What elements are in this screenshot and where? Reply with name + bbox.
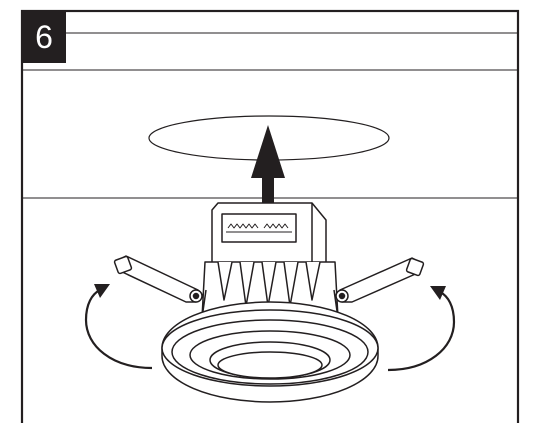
up-arrow-icon [251, 125, 285, 206]
curved-arrow-left-icon [84, 284, 153, 370]
spring-clip-left [113, 255, 203, 303]
trim-ring [161, 301, 379, 403]
curved-arrow-right-icon [387, 286, 456, 372]
step-number-badge: 6 [22, 11, 66, 63]
spring-clip-right [335, 257, 425, 303]
